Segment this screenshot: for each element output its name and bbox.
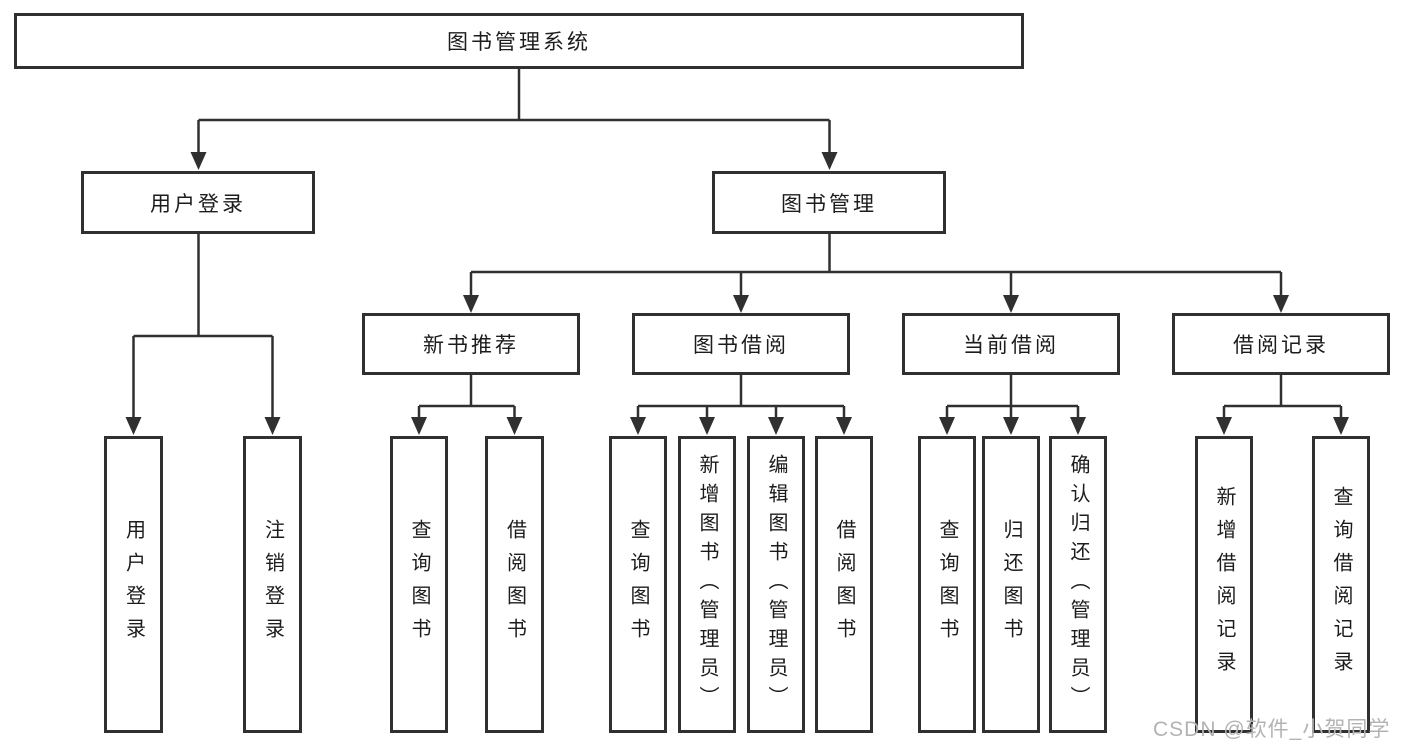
node-label: 新增借阅记录 [1213, 485, 1235, 684]
leaf-query-books-current: 查询图书 [918, 436, 976, 733]
leaf-return-books: 归还图书 [982, 436, 1040, 733]
leaf-query-borrow-record: 查询借阅记录 [1312, 436, 1370, 733]
node-label: 用户登录 [122, 518, 145, 651]
node-label: 查询图书 [627, 518, 649, 651]
leaf-edit-book-admin: 编辑图书（管理员） [747, 436, 805, 733]
leaf-add-borrow-record: 新增借阅记录 [1195, 436, 1253, 733]
node-label: 借阅图书 [503, 518, 526, 651]
node-label: 借阅记录 [1233, 334, 1329, 357]
node-label: 确认归还（管理员） [1067, 454, 1089, 715]
leaf-add-book-admin: 新增图书（管理员） [678, 436, 736, 733]
leaf-borrow-books-recommend: 借阅图书 [485, 436, 544, 733]
node-library-system: 图书管理系统 [14, 13, 1024, 69]
node-label: 编辑图书（管理员） [765, 454, 787, 715]
node-user-login-branch: 用户登录 [81, 171, 315, 234]
leaf-logout: 注销登录 [243, 436, 302, 733]
node-label: 归还图书 [1000, 518, 1022, 651]
leaf-borrow-books-borrowing: 借阅图书 [815, 436, 873, 733]
node-new-book-recommend: 新书推荐 [362, 313, 580, 375]
leaf-confirm-return-admin: 确认归还（管理员） [1049, 436, 1107, 733]
node-label: 新增图书（管理员） [696, 454, 718, 715]
node-label: 当前借阅 [963, 334, 1059, 357]
node-current-borrowing: 当前借阅 [902, 313, 1120, 375]
node-label: 新书推荐 [423, 334, 519, 357]
node-label: 用户登录 [150, 192, 246, 216]
node-label: 注销登录 [261, 518, 284, 651]
node-borrowing-records: 借阅记录 [1172, 313, 1390, 375]
node-label: 图书管理系统 [447, 31, 591, 54]
arrowhead-icons [125, 152, 1349, 435]
node-label: 图书借阅 [693, 334, 789, 357]
node-book-borrowing: 图书借阅 [632, 313, 850, 375]
node-label: 查询图书 [936, 518, 958, 651]
node-label: 借阅图书 [833, 518, 855, 651]
csdn-watermark: CSDN @软件_小贺同学 [1153, 718, 1391, 741]
node-book-management-branch: 图书管理 [712, 171, 946, 234]
node-label: 查询借阅记录 [1330, 485, 1352, 684]
leaf-user-login: 用户登录 [104, 436, 163, 733]
leaf-query-books-borrowing: 查询图书 [609, 436, 667, 733]
leaf-query-books-recommend: 查询图书 [390, 436, 448, 733]
node-label: 查询图书 [408, 518, 430, 651]
node-label: 图书管理 [781, 192, 877, 216]
